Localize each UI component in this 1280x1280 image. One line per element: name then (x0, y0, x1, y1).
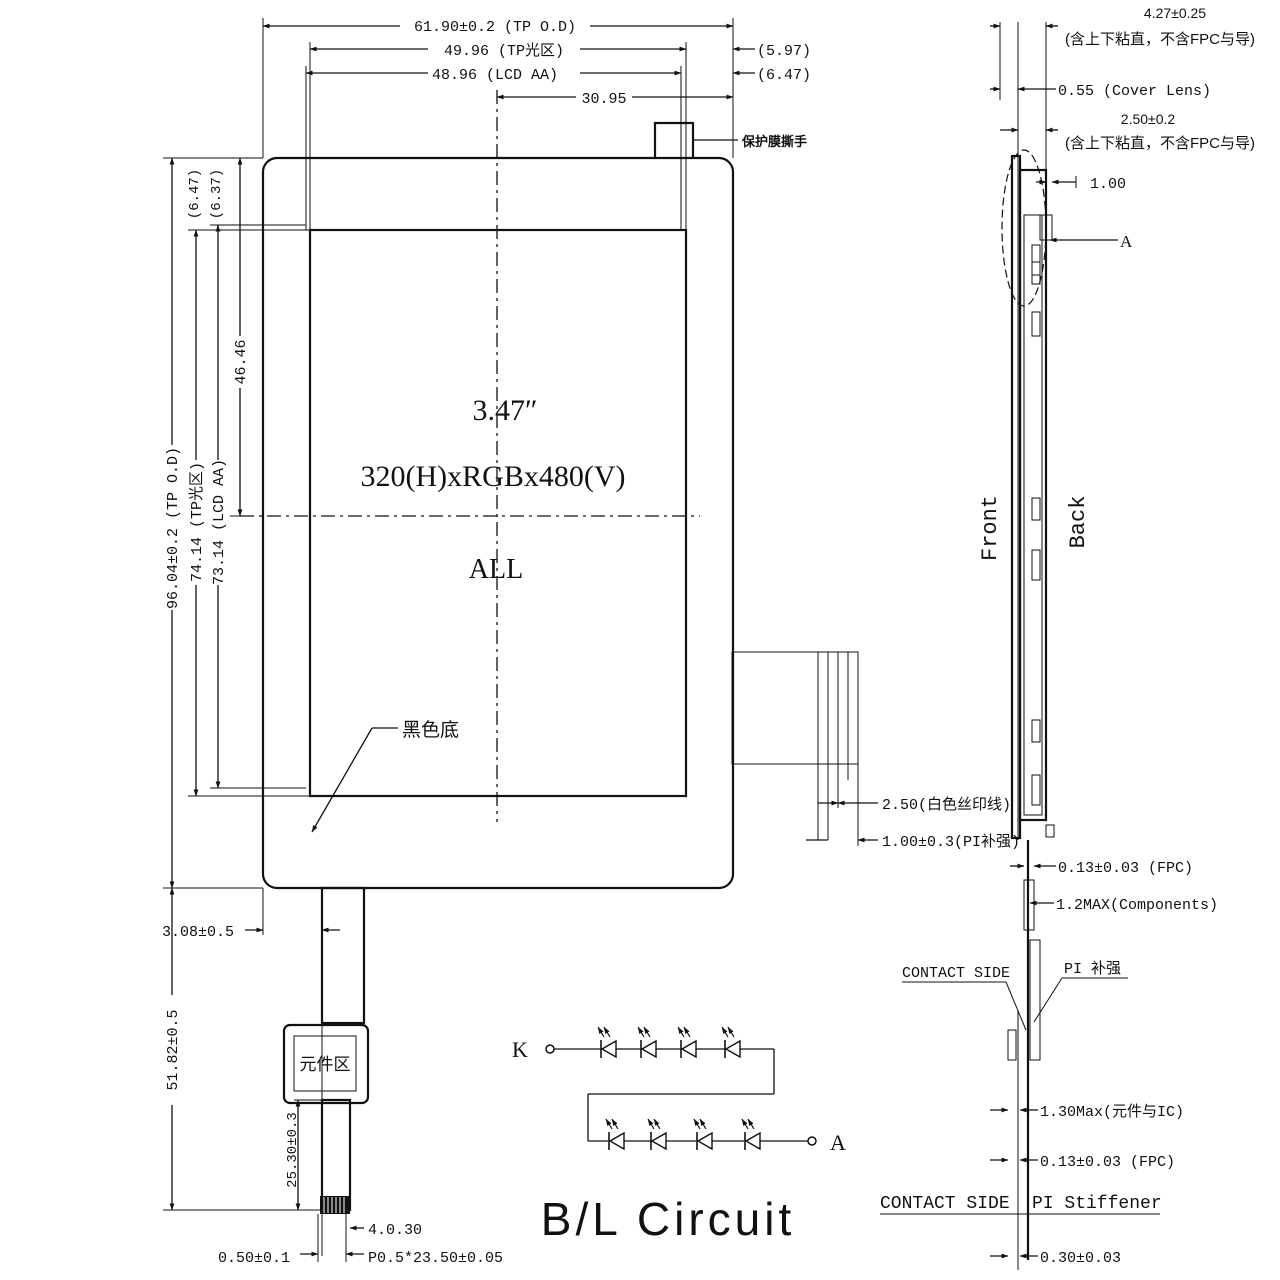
dim-right-2: (6.47) (757, 67, 811, 84)
dim-top-2: (6.37) (209, 169, 225, 219)
fpc-dimensions: 3.08±0.5 51.82±0.5 25.30±0.3 元件区 0.50±0.… (162, 764, 1020, 1267)
dim-fpc-length: 51.82±0.5 (165, 1009, 182, 1090)
led-diode (637, 1026, 657, 1059)
contact-side-label-2: CONTACT SIDE (880, 1194, 1010, 1214)
pi-stiffener-label: PI Stiffener (1032, 1194, 1162, 1214)
circuit-title: B/L Circuit (541, 1193, 795, 1245)
dim-top-1: (6.47) (187, 169, 203, 219)
fpc-tail (282, 886, 370, 1214)
dim-fpc-offset: 3.08±0.5 (162, 924, 234, 941)
resolution-label: 320(H)xRGBx480(V) (361, 460, 626, 493)
component-area-label: 元件区 (300, 1055, 351, 1074)
touch-panel (261, 156, 735, 890)
side-fpc (731, 651, 859, 780)
front-view: 保护膜撕手 3.47″ 320(H)xRGBx480(V) ALL 黑色底 61… (162, 16, 1020, 1267)
black-base-label: 黑色底 (402, 719, 459, 741)
dim-fpc-thickness-2: 0.13±0.03 (FPC) (1040, 1154, 1175, 1171)
dim-pin-offset: 0.50±0.1 (218, 1250, 290, 1267)
dim-end-thickness: 0.30±0.03 (1040, 1250, 1121, 1267)
cathode-terminal (545, 1044, 555, 1054)
led-diode (605, 1118, 625, 1151)
dim-tp-od-height: 96.04±0.2 (TP O.D) (165, 447, 182, 609)
side-view: 4.27±0.25 (含上下粘直，不含FPC与导) 0.55 (Cover Le… (880, 5, 1255, 1270)
dim-tp-area-width: 49.96 (TP光区) (444, 42, 564, 60)
viewing-label: ALL (469, 554, 523, 585)
contact-side-label: CONTACT SIDE (902, 965, 1010, 982)
dim-lcd-aa-width: 48.96 (LCD AA) (432, 67, 558, 84)
dim-pin-pitch: P0.5*23.50±0.05 (368, 1250, 503, 1267)
backlight-circuit: K A B/L Circuit (512, 1026, 846, 1245)
cathode-label: K (512, 1037, 528, 1062)
dim-fpc-tail: 25.30±0.3 (285, 1112, 301, 1188)
pi-cn-label: PI 补强 (1064, 960, 1121, 978)
dim-step: 1.00 (1090, 176, 1126, 193)
dim-module-thickness: 2.50±0.2 (1121, 111, 1176, 127)
front-label: Front (978, 495, 1003, 561)
dim-ic-max: 1.30Max(元件与IC) (1040, 1103, 1184, 1121)
led-diode (677, 1026, 697, 1059)
back-label: Back (1066, 496, 1091, 549)
left-dimensions: 96.04±0.2 (TP O.D) 74.14 (TP光区) 73.14 (L… (162, 157, 310, 889)
top-dimensions: 61.90±0.2 (TP O.D) 49.96 (TP光区) 48.96 (L… (262, 16, 811, 230)
led-diode (721, 1026, 741, 1059)
size-label: 3.47″ (473, 394, 538, 427)
dim-fpc-thickness: 0.13±0.03 (FPC) (1058, 860, 1193, 877)
anode-terminal (807, 1136, 817, 1146)
dim-right-1: (5.97) (757, 43, 811, 60)
dim-tp-od-width: 61.90±0.2 (TP O.D) (414, 19, 576, 36)
dim-center-height: 46.46 (233, 339, 250, 384)
led-chain (597, 1026, 761, 1151)
dim-cover-lens: 0.55 (Cover Lens) (1058, 83, 1211, 100)
dim-pi-stiffener: 1.00±0.3(PI补强) (882, 833, 1020, 851)
dim-center-width: 30.95 (581, 91, 626, 108)
dim-total-note: (含上下粘直，不含FPC与导) (1065, 31, 1255, 48)
dim-components-max: 1.2MAX(Components) (1056, 897, 1218, 914)
dim-tp-area-height: 74.14 (TP光区) (188, 462, 206, 582)
dim-lcd-aa-height: 73.14 (LCD AA) (211, 459, 228, 585)
dim-pin-width: 4.0.30 (368, 1222, 422, 1239)
dim-silk-line: 2.50(白色丝印线) (882, 796, 1011, 814)
led-diode (741, 1118, 761, 1151)
led-diode (693, 1118, 713, 1151)
led-diode (597, 1026, 617, 1059)
film-tab-label: 保护膜撕手 (741, 134, 807, 149)
led-diode (647, 1118, 667, 1151)
dim-module-note: (含上下粘直，不含FPC与导) (1065, 135, 1255, 152)
module-profile (1001, 149, 1055, 1260)
black-base-callout: 黑色底 (311, 719, 459, 833)
dim-total-thickness: 4.27±0.25 (1144, 5, 1206, 21)
anode-label: A (830, 1130, 846, 1155)
detail-ref-a: A (1120, 232, 1133, 251)
film-tab: 保护膜撕手 (653, 121, 807, 158)
